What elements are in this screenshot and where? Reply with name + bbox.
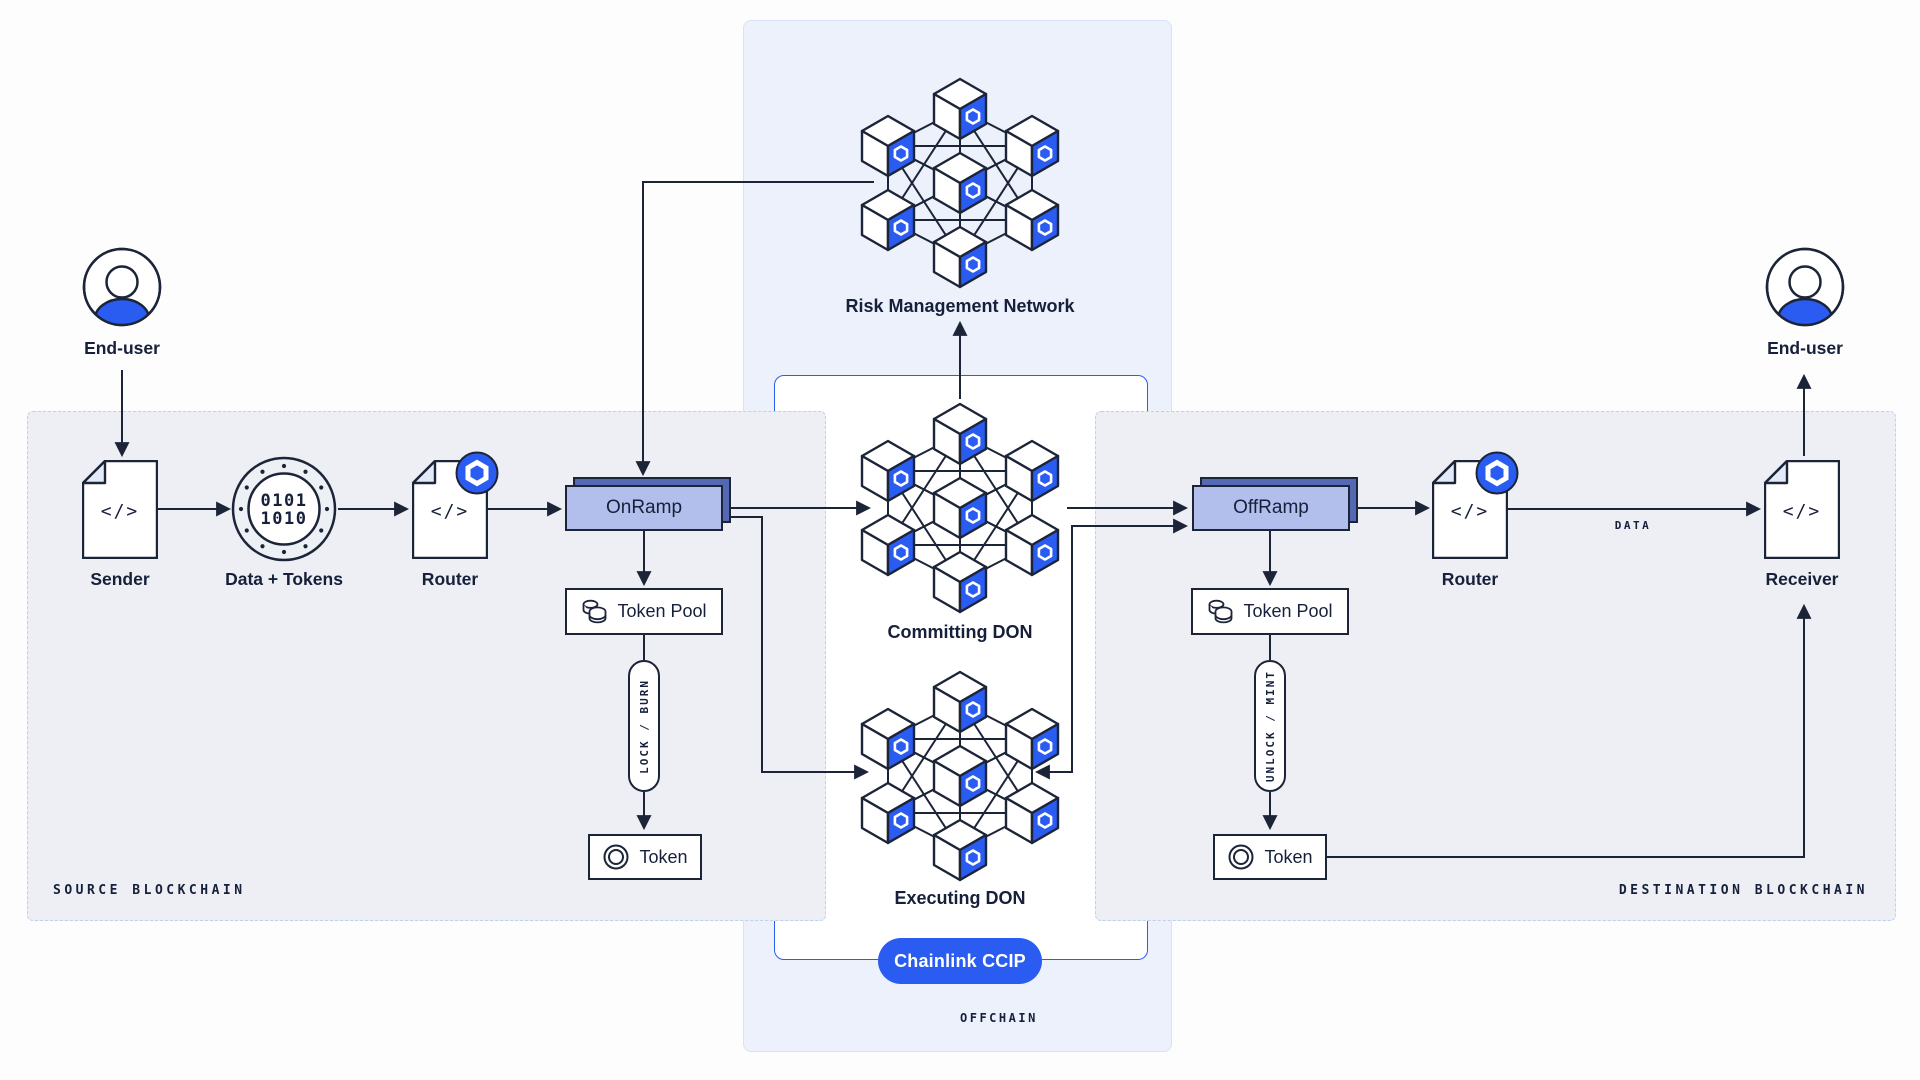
source-router: </> [411, 451, 499, 564]
binary-coin-icon: 0101 1010 [231, 456, 337, 562]
code-glyph: </> [101, 501, 140, 522]
receiver-contract: </> [1763, 459, 1841, 564]
person-icon [1765, 247, 1845, 327]
end-user-destination [1763, 245, 1847, 334]
person-icon [82, 247, 162, 327]
lock-burn-label: LOCK / BURN [637, 678, 651, 774]
committing-don-mesh [860, 402, 1060, 614]
destination-token-pool: Token Pool [1191, 588, 1349, 635]
chainlink-badge-icon [1475, 451, 1519, 495]
receiver-label: Receiver [1765, 569, 1839, 589]
coins-icon [1209, 599, 1233, 624]
risk-management-network-label: Risk Management Network [845, 296, 1075, 316]
destination-router: </> [1431, 451, 1519, 564]
document-icon: </> [1763, 459, 1841, 560]
code-glyph: </> [1783, 501, 1822, 522]
end-user-destination-label: End-user [1767, 338, 1843, 358]
coin-icon [603, 844, 629, 870]
code-glyph: </> [431, 501, 470, 522]
source-token-pool: Token Pool [565, 588, 723, 635]
data-tokens-label: Data + Tokens [225, 569, 343, 589]
lock-burn-pill: LOCK / BURN [628, 660, 660, 792]
sender-label: Sender [90, 569, 150, 589]
coin-icon [1228, 844, 1254, 870]
source-token: Token [588, 834, 702, 880]
onramp-box: OnRamp [565, 485, 723, 531]
offchain-label: OFFCHAIN [960, 1011, 1038, 1025]
document-icon: </> [81, 459, 159, 560]
source-router-label: Router [421, 569, 479, 589]
executing-don-mesh [860, 670, 1060, 882]
committing-don-label: Committing DON [887, 622, 1033, 642]
source-token-label: Token [639, 846, 688, 867]
executing-don-label: Executing DON [894, 888, 1026, 908]
source-blockchain-label: SOURCE BLOCKCHAIN [53, 883, 246, 898]
data-tokens-coin: 0101 1010 [230, 455, 338, 568]
end-user-source [80, 245, 164, 334]
unlock-mint-pill: UNLOCK / MINT [1254, 660, 1286, 792]
coins-icon [583, 599, 607, 624]
destination-token: Token [1213, 834, 1327, 880]
chainlink-ccip-badge: Chainlink CCIP [878, 938, 1042, 984]
risk-management-network-mesh [860, 77, 1060, 289]
sender-contract: </> [81, 459, 159, 564]
offramp-box: OffRamp [1192, 485, 1350, 531]
destination-token-pool-label: Token Pool [1243, 601, 1333, 621]
binary-line-2: 1010 [261, 509, 308, 529]
data-edge-label: DATA [1614, 519, 1652, 532]
destination-router-label: Router [1441, 569, 1499, 589]
destination-token-label: Token [1264, 846, 1313, 867]
unlock-mint-label: UNLOCK / MINT [1263, 669, 1277, 783]
destination-blockchain-label: DESTINATION BLOCKCHAIN [1618, 883, 1868, 898]
binary-line-1: 0101 [261, 491, 308, 511]
end-user-source-label: End-user [84, 338, 160, 358]
onramp-contract: OnRamp [565, 477, 731, 531]
chainlink-badge-icon [455, 451, 499, 495]
offramp-contract: OffRamp [1192, 477, 1358, 531]
code-glyph: </> [1451, 501, 1490, 522]
source-token-pool-label: Token Pool [617, 601, 707, 621]
